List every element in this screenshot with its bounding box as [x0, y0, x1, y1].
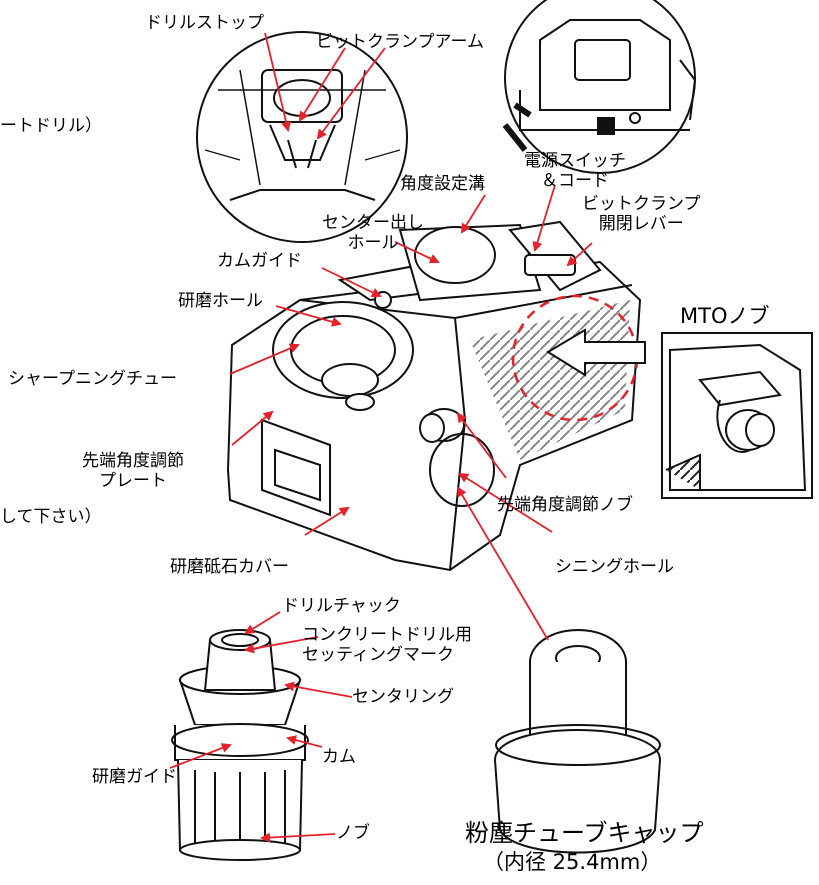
label-bit-clamp-lever-line1: ビットクランプ [582, 194, 701, 214]
label-drill-chuck: ドリルチャック [282, 596, 401, 616]
label-stone-cover: 研磨砥石カバー [170, 557, 289, 577]
label-drill-stop: ドリルストップ [145, 13, 264, 33]
mto-highlight-circle [511, 294, 646, 422]
label-mto-knob: MTOノブ [680, 304, 770, 328]
label-center-hole-line2: ホール [347, 232, 399, 253]
label-cut-left-bottom: して下さい） [0, 507, 102, 527]
drill-stop-detail-circle [196, 31, 408, 243]
sharpener-body [226, 220, 642, 572]
label-bit-clamp-lever: ビットクランプ 開閉レバー [582, 194, 701, 234]
label-knob: ノブ [336, 823, 370, 843]
label-cam: カム [322, 747, 356, 767]
mto-knob-inset [661, 332, 813, 499]
label-center-hole-line1: センター出し [322, 213, 424, 233]
label-power-switch-line2: ＆コード [541, 170, 609, 191]
label-tip-angle-plate-line2: プレート [99, 470, 167, 491]
label-dust-cap: 粉塵チューブキャップ [465, 819, 704, 847]
label-bit-clamp-lever-line2: 開閉レバー [598, 213, 684, 234]
label-cam-guide: カムガイド [217, 251, 302, 271]
power-switch-detail-circle [502, 0, 697, 174]
label-dust-cap-size: （内径 25.4mm） [483, 850, 662, 874]
label-tip-angle-plate: 先端角度調節 プレート [82, 451, 184, 491]
label-grinding-guide: 研磨ガイド [92, 767, 177, 787]
drill-chuck-part [171, 629, 309, 861]
leader-arrows [169, 32, 593, 843]
label-power-switch-line1: 電源スイッチ [524, 151, 626, 171]
label-power-switch: 電源スイッチ ＆コード [524, 151, 626, 191]
label-thinning-hole: シニングホール [555, 557, 674, 577]
label-angle-groove: 角度設定溝 [400, 174, 485, 194]
dust-tube-cap-part [493, 629, 662, 854]
label-concrete-mark-line2: セッティングマーク [302, 644, 454, 665]
label-centering: センタリング [352, 687, 454, 707]
label-tip-angle-knob: 先端角度調節ノブ [497, 495, 633, 515]
label-grinding-hole: 研磨ホール [178, 291, 263, 311]
label-tip-angle-plate-line1: 先端角度調節 [82, 451, 184, 471]
label-center-hole: センター出し ホール [322, 213, 424, 253]
label-bit-clamp-arm: ビットクランプアーム [316, 32, 484, 52]
label-concrete-mark: コンクリートドリル用 セッティングマーク [302, 625, 472, 665]
label-cut-left-top: ートドリル） [0, 116, 102, 136]
label-concrete-mark-line1: コンクリートドリル用 [302, 625, 472, 645]
label-sharpening-chute: シャープニングチュー [8, 369, 177, 389]
